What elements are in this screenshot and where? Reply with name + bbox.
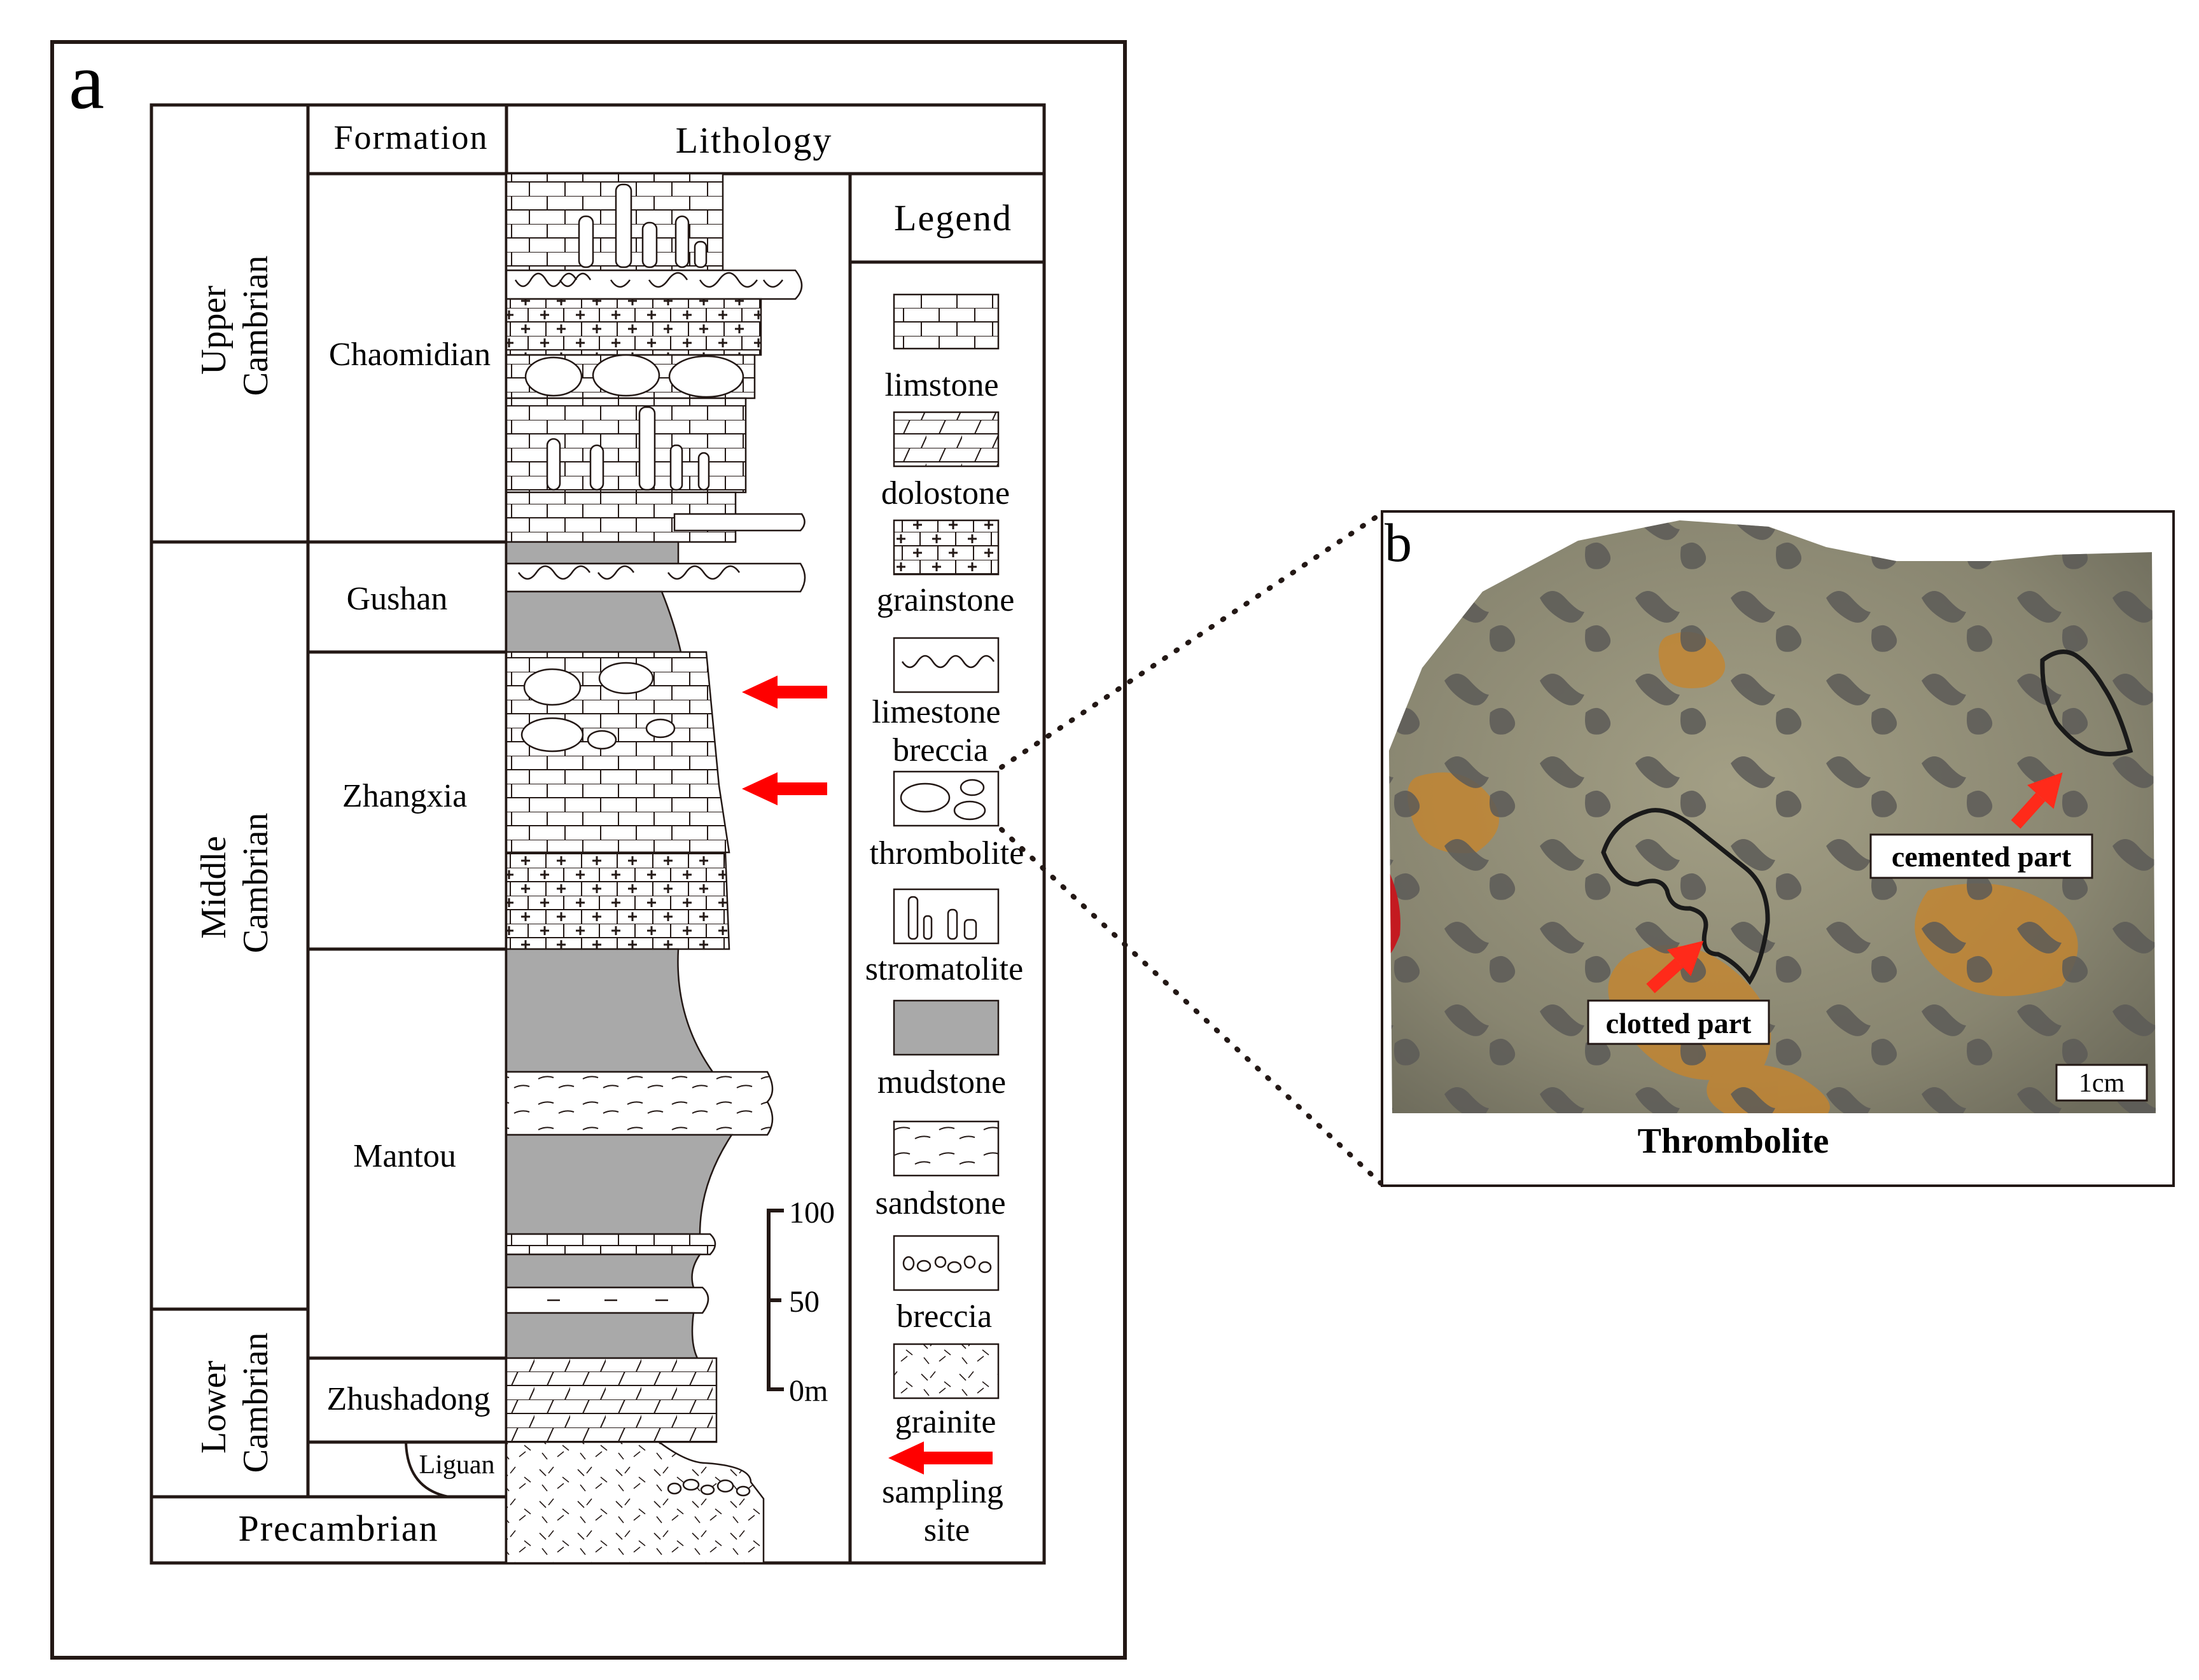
clotted-label-box: [1587, 999, 1770, 1045]
panel-a-frame: [50, 40, 1127, 1660]
legend-label-thrombolite: thrombolite: [870, 835, 1024, 871]
legend-label-breccia: breccia: [897, 1298, 992, 1335]
scale-label-0m: 0m: [789, 1374, 828, 1408]
legend-header: Legend: [894, 197, 1012, 239]
legend-label-sampling-site: sampling site: [882, 1474, 1012, 1548]
legend-label-limestone-breccia: limestone breccia: [872, 694, 1009, 768]
legend-label-dolostone: dolostone: [881, 475, 1010, 511]
formation-zhushadong: Zhushadong: [326, 1381, 490, 1417]
legend-swatch-breccia: [893, 1235, 1000, 1291]
clotted-arrow: [1646, 941, 1704, 994]
legend-swatches: [893, 293, 1000, 1399]
breccia-pebbles: [667, 1478, 751, 1497]
sampling-arrow-upper: [742, 676, 827, 709]
formation-zhangxia: Zhangxia: [342, 778, 467, 814]
legend-label-stromatolite: stromatolite: [865, 951, 1023, 987]
legend-labels: limstone dolostone grainstone limestone …: [865, 367, 1024, 1548]
panel-b: clotted part cemented part 1cm b Thrombo…: [1381, 510, 2175, 1187]
legend-swatch-mudstone: [893, 999, 1000, 1056]
legend-swatch-grainite: [893, 1343, 1000, 1399]
formation-mantou: Mantou: [353, 1138, 456, 1174]
legend-swatch-grainstone: [893, 519, 1000, 576]
legend-swatch-sandstone: [893, 1120, 1000, 1177]
formation-header: Formation: [334, 118, 489, 156]
formation-gushan: Gushan: [347, 581, 448, 617]
clotted-outline: [1601, 808, 1770, 985]
cemented-label-box: [1869, 833, 2093, 879]
legend-label-grainstone: grainstone: [877, 582, 1015, 618]
period-lower-cambrian: Lower Cambrian: [194, 1333, 276, 1473]
scale-label-100: 100: [789, 1196, 835, 1230]
thrombolite-clots-top: [524, 354, 744, 398]
stromatolite-columns-top: [578, 183, 708, 268]
sampling-arrow-lower: [742, 772, 827, 805]
cemented-arrow: [2011, 772, 2063, 829]
legend-swatch-limestone: [893, 293, 1000, 350]
cemented-label: cemented part: [1892, 840, 2072, 873]
period-upper-cambrian: Upper Cambrian: [194, 256, 276, 396]
stromatolite-columns-low: [546, 406, 710, 491]
panel-b-letter: b: [1385, 512, 1412, 573]
connector-lines: [999, 511, 1383, 1186]
legend-swatch-limestone-breccia: [893, 637, 1000, 693]
legend-label-sandstone: sandstone: [875, 1185, 1005, 1221]
cemented-outline: [2040, 649, 2133, 757]
legend-swatch-thrombolite: [893, 770, 1000, 827]
scale-label-50: 50: [789, 1285, 820, 1319]
legend-label-grainite: grainite: [895, 1404, 996, 1440]
panel-a-letter: a: [69, 38, 104, 126]
panel-a: a Formation Lithology Legend Upper Cambr…: [50, 38, 1127, 1660]
legend-swatch-sampling-arrow: [888, 1441, 993, 1475]
formation-chaomidian: Chaomidian: [329, 337, 491, 373]
legend-swatch-stromatolite: [893, 888, 1000, 945]
rock-photo: [1389, 520, 2156, 1113]
formation-liguan: Liguan: [419, 1450, 495, 1480]
legend-label-limstone: limstone: [884, 367, 998, 403]
lithology-header: Lithology: [676, 120, 833, 161]
photo-scale-label: 1cm: [2079, 1069, 2125, 1098]
panel-b-caption: Thrombolite: [1638, 1121, 1829, 1161]
clot-texture: [1389, 520, 2156, 1113]
clotted-label: clotted part: [1606, 1007, 1752, 1039]
liguan-boundary: [405, 1441, 506, 1498]
lithology-column: [505, 172, 806, 1564]
scale-bar: [767, 1209, 784, 1391]
period-middle-cambrian: Middle Cambrian: [194, 813, 276, 954]
photo-scale-box: [2055, 1064, 2148, 1102]
legend-label-mudstone: mudstone: [877, 1064, 1006, 1100]
precambrian-label: Precambrian: [238, 1508, 438, 1549]
thrombolite-clots-mid: [520, 662, 676, 753]
red-edge: [1389, 871, 1400, 954]
legend-swatch-dolostone: [893, 411, 1000, 468]
